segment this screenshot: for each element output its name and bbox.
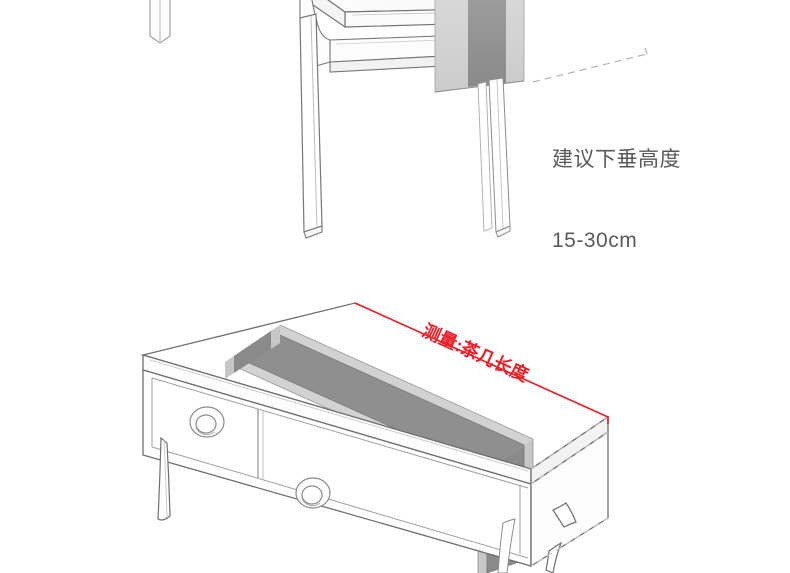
drape-height-note: 建议下垂高度 15-30cm <box>552 92 681 308</box>
coffee-table-leg-hidden <box>497 518 516 573</box>
coffee-table-leg-front-left <box>157 436 171 521</box>
coffee-table-drawer-panel <box>142 369 532 567</box>
coffee-table-hidden-edges <box>530 416 609 567</box>
coffee-table-scene: 测量:茶几长度 <box>140 302 610 573</box>
drape-note-line-1: 建议下垂高度 <box>552 148 681 171</box>
dining-table-scene <box>149 0 648 239</box>
drawer-pull-left <box>189 406 225 438</box>
coffee-table-leg-front-right <box>545 541 563 573</box>
dining-table-back-leg <box>149 0 171 44</box>
coffee-table-runner-left-drape <box>225 325 280 379</box>
measure-line <box>354 302 609 424</box>
coffee-table-leg-back-right <box>552 502 577 528</box>
dining-table-right-leg <box>477 77 511 238</box>
drawer-pull-right <box>295 477 331 509</box>
drape-dashed-guide <box>532 47 648 83</box>
dining-table-front-leg <box>299 0 331 239</box>
drape-note-line-2: 15-30cm <box>552 229 638 252</box>
dining-table-runner <box>434 0 525 93</box>
